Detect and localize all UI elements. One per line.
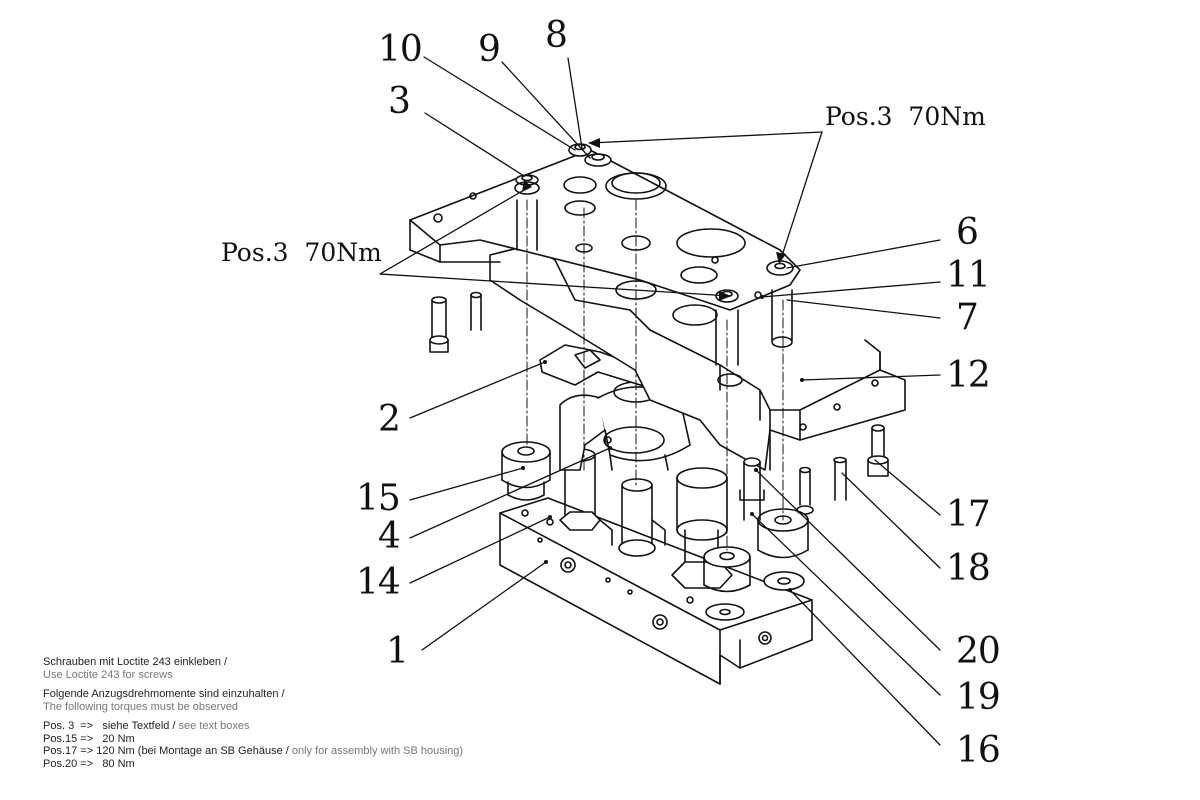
assembly-notes: Schrauben mit Loctite 243 einkleben / Us…: [43, 656, 603, 770]
callout-19: 19: [956, 677, 1001, 718]
callout-10: 10: [378, 29, 423, 70]
callout-20: 20: [956, 631, 1001, 672]
callout-6: 6: [956, 212, 979, 253]
arrowheads: [522, 138, 786, 301]
leader-dots: [521, 295, 804, 592]
screw-part-19: [739, 457, 765, 521]
note-pos17: Pos.17 => 120 Nm (bei Montage an SB Gehä…: [43, 745, 603, 758]
screws-part-17: [429, 296, 889, 515]
torque-label-right: Pos.3 70Nm: [825, 102, 986, 131]
callout-7: 7: [956, 297, 979, 338]
pins-part-18: [470, 291, 847, 501]
note-pos3: Pos. 3 => siehe Textfeld / see text boxe…: [43, 720, 603, 733]
lower-frame-part-12: [489, 244, 906, 471]
note-pos3-en: see text boxes: [178, 720, 250, 732]
callout-12: 12: [946, 355, 991, 396]
note-pos15: Pos.15 => 20 Nm: [43, 732, 135, 745]
top-plate-part-11: [409, 149, 801, 311]
note-loctite-de: Schrauben mit Loctite 243 einkleben /: [43, 656, 228, 668]
callout-11: 11: [946, 255, 991, 296]
bushing-part-16: [703, 546, 805, 621]
callout-15: 15: [356, 478, 401, 519]
callout-16: 16: [956, 730, 1001, 771]
bushing-part-15: [501, 441, 551, 501]
callout-3: 3: [388, 81, 411, 122]
callout-17: 17: [946, 494, 991, 535]
callout-4: 4: [378, 516, 401, 557]
note-pos17-de: Pos.17 => 120 Nm (bei Montage an SB Gehä…: [43, 745, 292, 757]
centerlines: [526, 199, 784, 551]
callout-14: 14: [356, 562, 401, 603]
note-pos20: Pos.20 => 80 Nm: [43, 757, 135, 770]
note-loctite-en: Use Loctite 243 for screws: [43, 668, 173, 681]
callout-18: 18: [946, 548, 991, 589]
leader-lines: [379, 56, 941, 746]
base-block-part-1: [499, 497, 813, 685]
torque-label-left: Pos.3 70Nm: [221, 238, 382, 267]
note-pos3-de: Pos. 3 => siehe Textfeld /: [43, 720, 179, 732]
note-torque-de: Folgende Anzugsdrehmomente sind einzuhal…: [43, 688, 285, 700]
callout-1: 1: [386, 631, 409, 672]
note-pos17-en: only for assembly with SB housing): [291, 745, 464, 757]
callout-2: 2: [378, 399, 401, 440]
note-torque-en: The following torques must be observed: [43, 700, 239, 713]
callout-8: 8: [545, 15, 568, 56]
callout-9: 9: [478, 29, 501, 70]
